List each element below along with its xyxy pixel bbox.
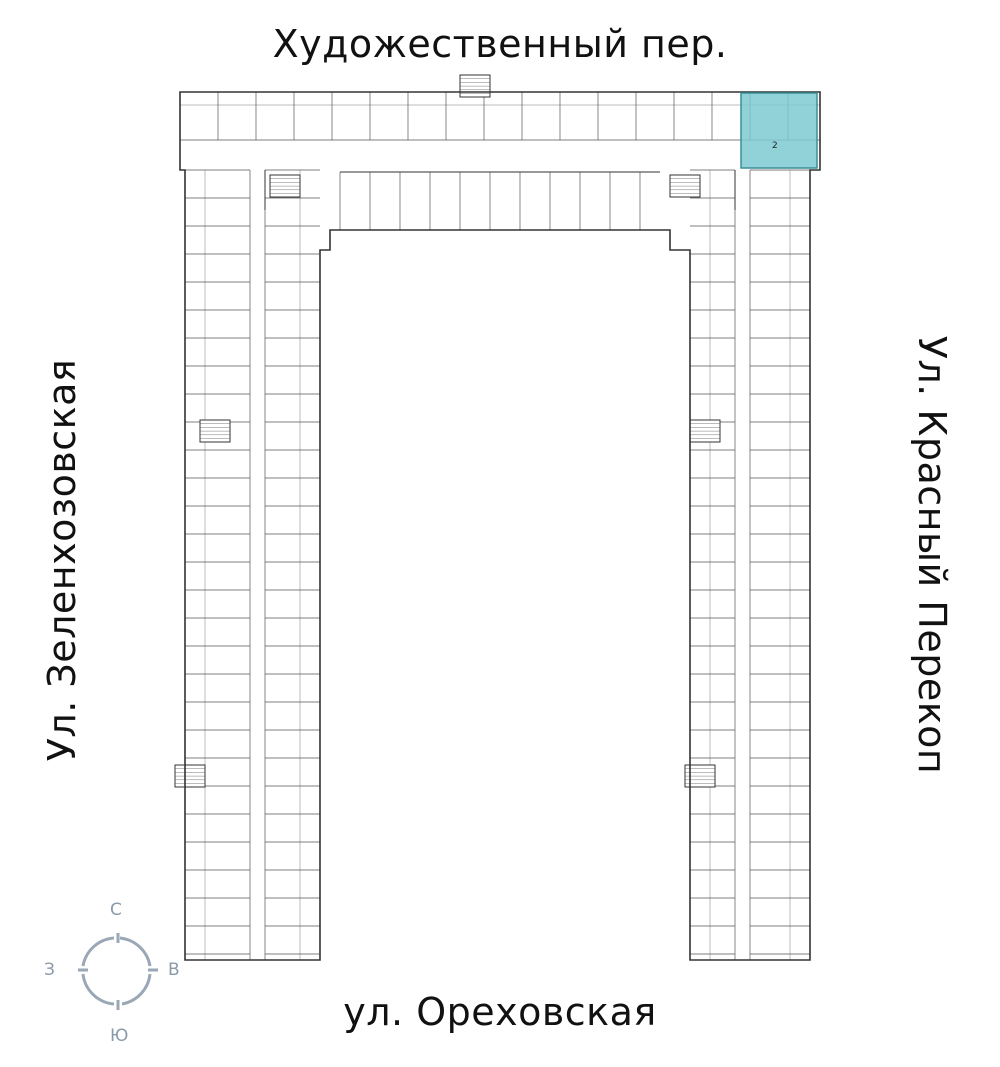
street-label-north: Художественный пер. [272, 22, 728, 66]
compass [78, 933, 158, 1010]
apartment-grid [174, 74, 820, 960]
building-outline [179, 91, 821, 961]
highlighted-apartment-rooms: 2 [772, 141, 778, 151]
compass-east-label: В [168, 960, 180, 980]
compass-west-label: З [44, 960, 55, 980]
compass-south-label: Ю [110, 1026, 129, 1046]
street-label-south: ул. Ореховская [343, 990, 657, 1034]
highlighted-apartment[interactable] [740, 92, 818, 169]
compass-north-label: С [110, 900, 122, 920]
